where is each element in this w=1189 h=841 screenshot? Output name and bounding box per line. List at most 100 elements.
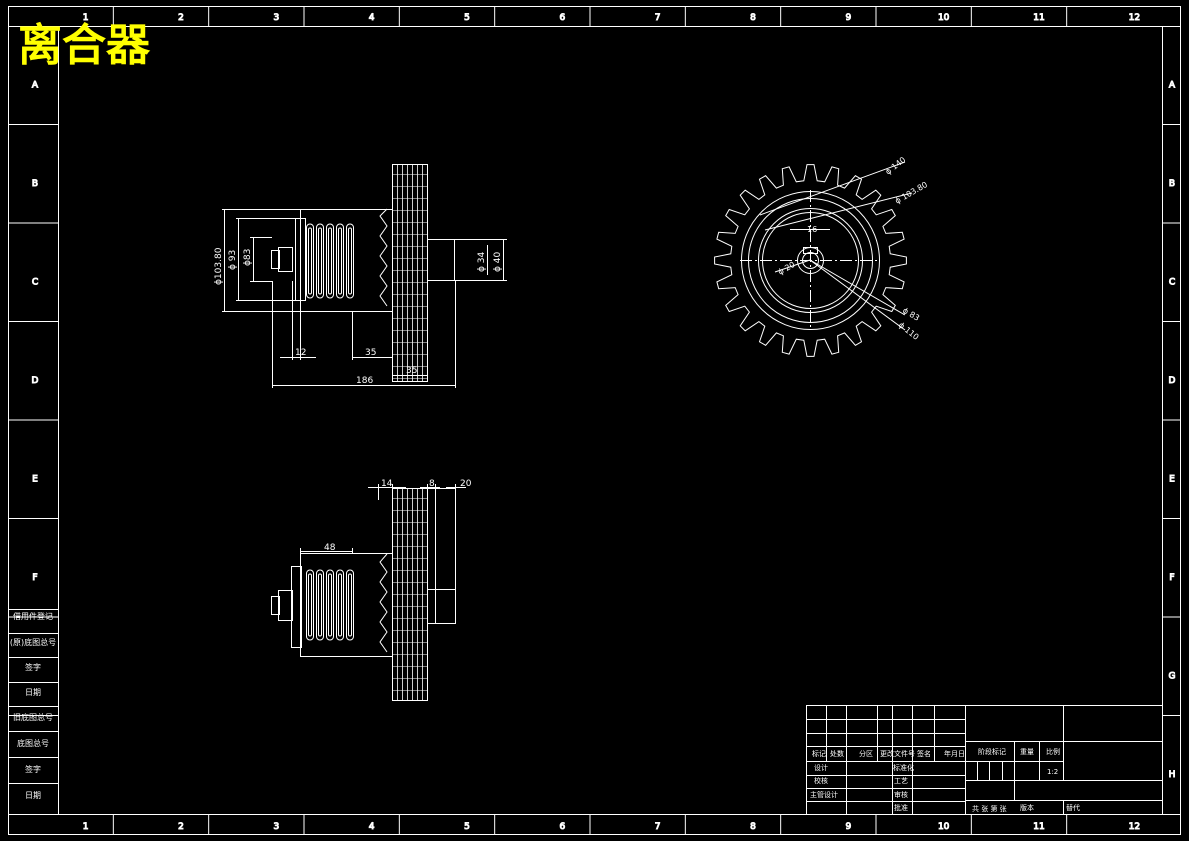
tb-label: 审核 (894, 790, 908, 799)
side-box-label: 日期 (25, 688, 41, 697)
inner-frame (58, 26, 1163, 815)
hub (427, 239, 455, 281)
tb-label: 标记 (812, 749, 826, 758)
grid-col-label: 9 (845, 13, 851, 23)
tb-label: 处数 (830, 749, 844, 758)
dim-label: ϕ83 (243, 249, 253, 266)
grid-col-label: 6 (559, 13, 565, 23)
tb-label: 替代 (1066, 803, 1080, 812)
front-view-dims: ϕ 140 ϕ 103.80 16 ϕ 20 ϕ 83 ϕ 110 (777, 155, 930, 342)
tb-label: 1:2 (1047, 768, 1058, 776)
side-box-label: 借用件登记 (13, 611, 53, 621)
tb-label: 比例 (1046, 747, 1060, 756)
tb-label: 主管设计 (810, 790, 838, 799)
tb-label: 工艺 (894, 777, 908, 785)
dim-label: 186 (356, 376, 373, 386)
tb-label: 签名 (917, 749, 931, 758)
dim-label: 20 (460, 479, 472, 489)
side-boxes (8, 609, 58, 815)
dim-label: 12 (295, 348, 306, 358)
side-box-label: 签字 (25, 764, 41, 774)
grid-row-label: A (1169, 80, 1176, 90)
grid-row-label: F (32, 573, 37, 583)
dim-label: 48 (324, 543, 336, 553)
grid-col-label: 1 (83, 13, 89, 23)
dim-label: ϕ 93 (228, 250, 238, 270)
grid-row-label: D (1169, 376, 1176, 386)
tb-label: 版本 (1020, 803, 1034, 812)
grid-col-label: 1 (83, 822, 89, 832)
side-box-label: 签字 (25, 662, 41, 672)
grid-col-label: 5 (464, 13, 470, 23)
tb-label: 更改文件号 (880, 749, 915, 758)
dim-label: 16 (807, 225, 817, 234)
dim-label: ϕ 40 (493, 251, 503, 272)
side-box-label: 底图总号 (17, 738, 49, 748)
lower-view (271, 484, 466, 701)
grid-row-label: E (1169, 474, 1175, 484)
grid-row-label: C (1169, 277, 1175, 287)
grid-col-label: 7 (655, 822, 661, 832)
grid-col-label: 8 (750, 13, 756, 23)
grid-row-label: A (32, 80, 39, 90)
grid-col-label: 7 (655, 13, 661, 23)
tb-label: 校核 (814, 776, 828, 785)
drawing-title: 离合器 (18, 20, 151, 71)
grid-col-label: 4 (369, 13, 375, 23)
grid-col-label: 8 (750, 822, 756, 832)
tb-label: 批准 (894, 803, 908, 812)
tb-label: 标准化 (893, 763, 914, 772)
lower-view-dims: 14 8 20 48 (324, 479, 472, 553)
tb-label: 设计 (814, 763, 828, 772)
dim-label: 8 (429, 479, 435, 489)
side-view (222, 164, 507, 388)
outer-frame (8, 6, 1181, 835)
side-box-label: 日期 (25, 791, 41, 800)
grid-col-label: 10 (938, 822, 950, 832)
dim-label: 35 (406, 366, 417, 376)
tb-label: 共 张 第 张 (972, 804, 1007, 813)
grid-row-label: B (32, 179, 38, 189)
dim-label: ϕ 20 (777, 260, 797, 277)
dim-label: ϕ 140 (884, 155, 908, 176)
spring-housing (300, 209, 393, 312)
dim-label: ϕ 83 (901, 306, 921, 323)
side-box-label: 旧底图总号 (13, 712, 53, 722)
front-view (714, 161, 913, 357)
grid-row-label: E (32, 474, 38, 484)
grid-col-label: 6 (559, 822, 565, 832)
grid-col-label: 2 (178, 13, 184, 23)
dim-label: ϕ 34 (477, 251, 487, 272)
title-block (806, 705, 1163, 815)
tb-label: 年月日 (944, 749, 965, 758)
title-block-text: 标记 处数 分区 更改文件号 签名 年月日 设计 校核 主管设计 标准化 工艺 … (810, 747, 1080, 813)
grid-row-label: G (1169, 671, 1176, 681)
dim-label: ϕ 110 (897, 320, 921, 341)
grid-col-label: 3 (273, 822, 279, 832)
dim-label: ϕ 103.80 (894, 180, 930, 206)
grid-col-label: 12 (1129, 13, 1140, 23)
dim-label: 35 (365, 348, 376, 358)
grid-row-label: D (32, 376, 39, 386)
dim-label: 14 (381, 479, 393, 489)
gear-teeth-outline (714, 164, 907, 357)
grid-col-label: 10 (938, 13, 950, 23)
grid-row-label: H (1169, 770, 1176, 780)
grid-col-label: 5 (464, 822, 470, 832)
grid-row-label: C (32, 277, 38, 287)
dim-label: ϕ103.80 (214, 247, 224, 285)
tb-label: 重量 (1020, 748, 1034, 756)
grid-col-label: 12 (1129, 822, 1140, 832)
grid-col-label: 11 (1033, 13, 1044, 23)
grid-row-label: F (1169, 573, 1174, 583)
side-box-label: (原)底图总号 (10, 637, 56, 647)
side-view-dims: ϕ103.80 ϕ 93 ϕ83 ϕ 34 ϕ 40 12 35 35 186 (214, 247, 503, 386)
tb-label: 分区 (859, 749, 873, 758)
grid-col-label: 9 (845, 822, 851, 832)
grid-col-label: 3 (273, 13, 279, 23)
tb-label: 阶段标记 (978, 747, 1006, 756)
grid-col-label: 4 (369, 822, 375, 832)
grid-col-label: 2 (178, 822, 184, 832)
